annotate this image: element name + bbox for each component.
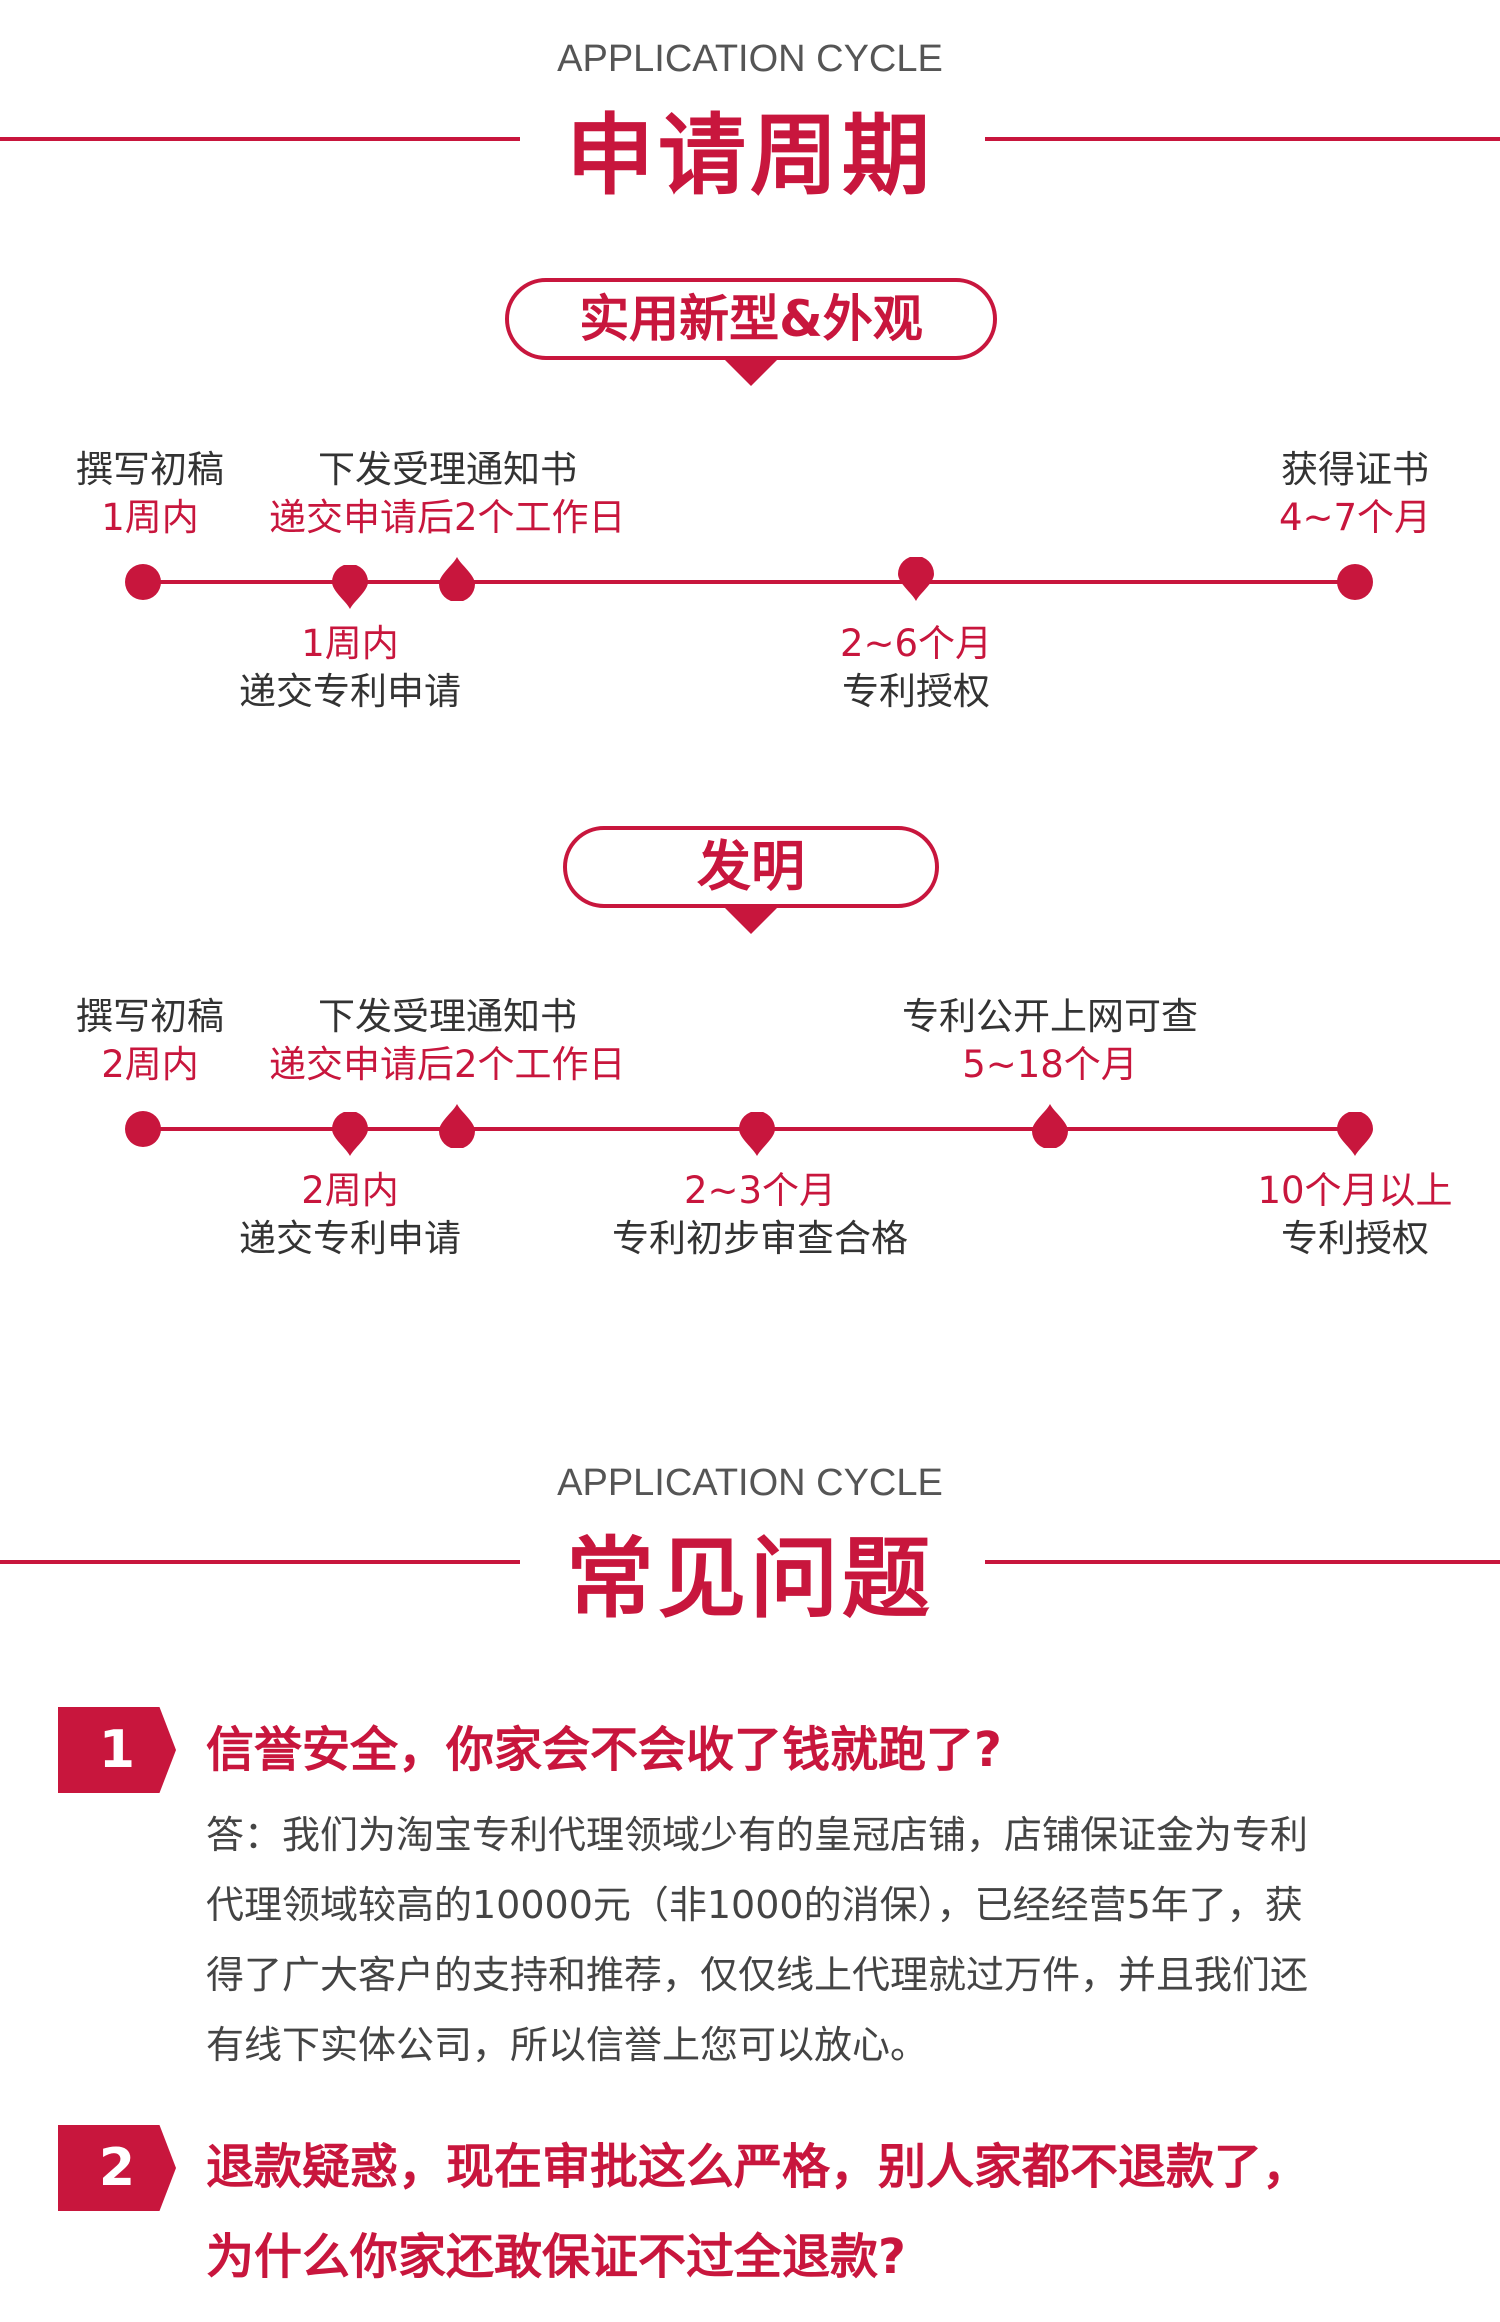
faq-1-number: 1 bbox=[58, 1707, 176, 1793]
invention-label-publish: 专利公开上网可查 5~18个月 bbox=[902, 995, 1198, 1086]
faq-1-answer-line: 代理领域较高的10000元（非1000的消保），已经经营5年了，获 bbox=[206, 1883, 1303, 1927]
section1-subtitle: APPLICATION CYCLE bbox=[557, 38, 943, 80]
invention-label-exam: 2~3个月 专利初步审查合格 bbox=[612, 1169, 908, 1260]
utility-label-certificate: 获得证书 4~7个月 bbox=[1278, 448, 1432, 539]
faq-1-answer: 答：我们为淘宝专利代理领域少有的皇冠店铺，店铺保证金为专利 代理领域较高的100… bbox=[206, 1800, 1436, 2080]
section1-title: 申请周期 bbox=[565, 104, 934, 207]
faq-1-answer-line: 答：我们为淘宝专利代理领域少有的皇冠店铺，店铺保证金为专利 bbox=[206, 1813, 1309, 1857]
utility-label-draft: 撰写初稿 1周内 bbox=[76, 448, 224, 539]
section1-left-rule bbox=[0, 137, 520, 141]
invention-pill-label: 发明 bbox=[697, 835, 805, 898]
invention-label-grant: 10个月以上 专利授权 bbox=[1257, 1169, 1453, 1260]
faq-2-number: 2 bbox=[58, 2125, 176, 2211]
utility-label-grant: 2~6个月 专利授权 bbox=[839, 622, 993, 713]
invention-label-draft: 撰写初稿 2周内 bbox=[76, 995, 224, 1086]
faq-2-question: 退款疑惑，现在审批这么严格，别人家都不退款了， 为什么你家还敢保证不过全退款? bbox=[206, 2122, 1456, 2302]
invention-node-draft bbox=[125, 1111, 161, 1147]
utility-model-pill-label: 实用新型&外观 bbox=[579, 290, 923, 348]
faq-2-question-line: 退款疑惑，现在审批这么严格，别人家都不退款了， bbox=[206, 2139, 1311, 2195]
section2-left-rule bbox=[0, 1560, 520, 1564]
utility-label-submit: 1周内 递交专利申请 bbox=[239, 622, 461, 713]
invention-node-grant bbox=[1337, 1112, 1373, 1156]
utility-node-notice bbox=[439, 557, 475, 601]
invention-pill: 发明 bbox=[563, 826, 939, 908]
utility-node-draft bbox=[125, 564, 161, 600]
section2-subtitle: APPLICATION CYCLE bbox=[557, 1462, 943, 1504]
utility-node-certificate bbox=[1337, 564, 1373, 600]
invention-label-submit: 2周内 递交专利申请 bbox=[239, 1169, 461, 1260]
invention-node-submit bbox=[332, 1112, 368, 1156]
faq-1-answer-line: 得了广大客户的支持和推荐，仅仅线上代理就过万件，并且我们还 bbox=[206, 1953, 1309, 1997]
utility-pill-pointer bbox=[725, 360, 777, 386]
invention-label-notice: 下发受理通知书 递交申请后2个工作日 bbox=[269, 995, 626, 1086]
utility-timeline-line bbox=[143, 580, 1355, 584]
utility-model-pill: 实用新型&外观 bbox=[505, 278, 997, 360]
faq-1-question: 信誉安全，你家会不会收了钱就跑了? bbox=[206, 1722, 1002, 1778]
utility-node-submit bbox=[332, 565, 368, 609]
invention-node-publish bbox=[1032, 1104, 1068, 1148]
section2-title: 常见问题 bbox=[565, 1527, 934, 1630]
faq-2-question-line: 为什么你家还敢保证不过全退款? bbox=[206, 2229, 906, 2285]
faq-1-answer-line: 有线下实体公司，所以信誉上您可以放心。 bbox=[206, 2023, 929, 2067]
invention-node-notice bbox=[439, 1104, 475, 1148]
utility-node-grant bbox=[898, 557, 934, 601]
invention-pill-pointer bbox=[725, 908, 777, 934]
section2-right-rule bbox=[985, 1560, 1500, 1564]
utility-label-notice: 下发受理通知书 递交申请后2个工作日 bbox=[269, 448, 626, 539]
invention-node-exam bbox=[739, 1112, 775, 1156]
section1-right-rule bbox=[985, 137, 1500, 141]
